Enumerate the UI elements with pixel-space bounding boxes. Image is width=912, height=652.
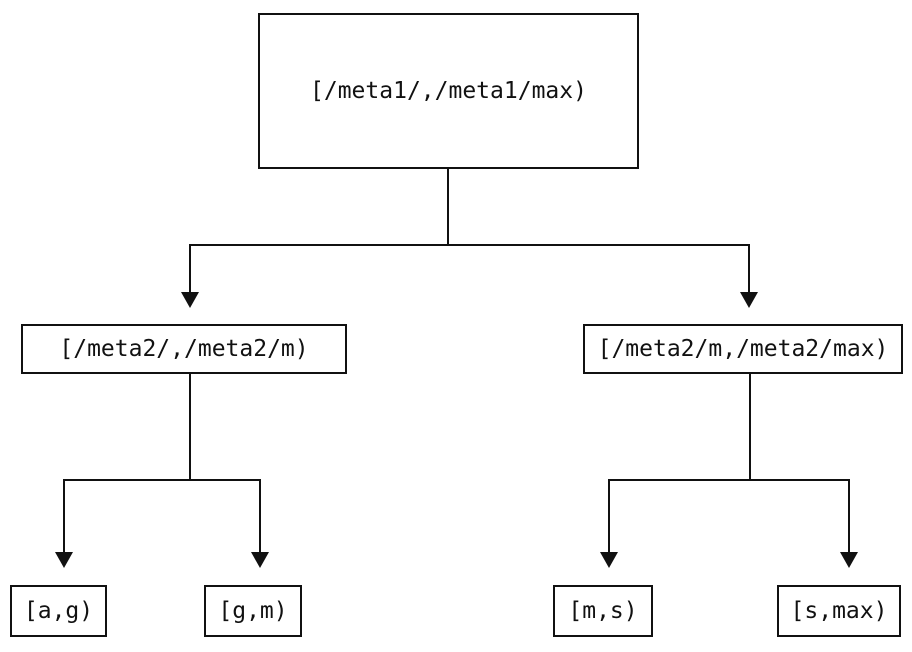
- edge-root-to-mid-left: [189, 244, 191, 293]
- node-leaf-2-label: [g,m): [218, 598, 288, 624]
- edge-root-to-mid-right: [748, 244, 750, 293]
- node-root-label: [/meta1/,/meta1/max): [310, 78, 587, 104]
- edge-root-bar: [189, 244, 750, 246]
- node-root[interactable]: [/meta1/,/meta1/max): [258, 13, 639, 169]
- arrowhead-leaf-2: [251, 552, 269, 568]
- node-leaf-4-label: [s,max): [790, 598, 888, 624]
- arrowhead-leaf-3: [600, 552, 618, 568]
- edge-mid-right-to-leaf-3: [608, 479, 610, 554]
- arrowhead-leaf-4: [840, 552, 858, 568]
- node-mid-left[interactable]: [/meta2/,/meta2/m): [21, 324, 347, 374]
- arrowhead-mid-left: [181, 292, 199, 308]
- edge-mid-right-stem: [749, 374, 751, 481]
- node-leaf-1-label: [a,g): [23, 598, 94, 624]
- node-mid-left-label: [/meta2/,/meta2/m): [59, 336, 309, 362]
- edge-mid-left-bar: [63, 479, 261, 481]
- node-leaf-1[interactable]: [a,g): [10, 585, 107, 637]
- node-leaf-2[interactable]: [g,m): [204, 585, 302, 637]
- edge-root-stem: [447, 169, 449, 246]
- node-mid-right-label: [/meta2/m,/meta2/max): [597, 336, 889, 362]
- node-leaf-3[interactable]: [m,s): [553, 585, 653, 637]
- edge-mid-left-stem: [189, 374, 191, 481]
- edge-mid-right-to-leaf-4: [848, 479, 850, 554]
- edge-mid-right-bar: [608, 479, 850, 481]
- edge-mid-left-to-leaf-2: [259, 479, 261, 554]
- node-leaf-3-label: [m,s): [568, 598, 638, 624]
- node-leaf-4[interactable]: [s,max): [777, 585, 901, 637]
- node-mid-right[interactable]: [/meta2/m,/meta2/max): [583, 324, 903, 374]
- arrowhead-mid-right: [740, 292, 758, 308]
- edge-mid-left-to-leaf-1: [63, 479, 65, 554]
- arrowhead-leaf-1: [55, 552, 73, 568]
